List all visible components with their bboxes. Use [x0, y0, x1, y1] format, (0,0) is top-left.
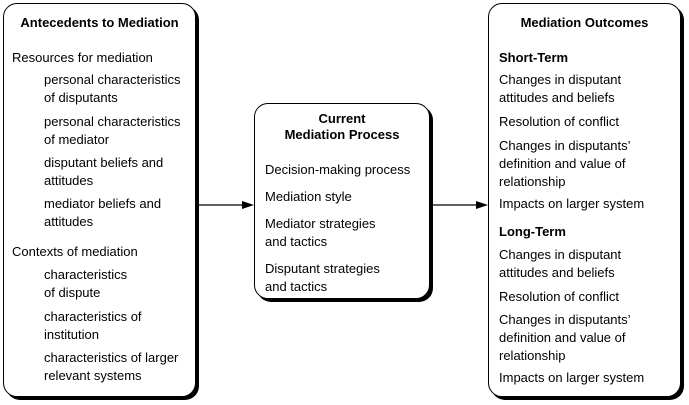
process-item-3: Mediator strategies and tactics: [265, 216, 376, 249]
process-box: Current Mediation Process Decision-makin…: [254, 103, 430, 299]
process-item-2: Mediation style: [265, 189, 352, 204]
contexts-heading: Contexts of mediation: [12, 244, 138, 259]
resources-item-4: mediator beliefs and attitudes: [44, 196, 162, 229]
process-item-4: Disputant strategies and tactics: [265, 261, 380, 294]
resources-item-3: disputant beliefs and attitudes: [44, 155, 164, 188]
long-term-item-2: Resolution of conflict: [499, 289, 619, 304]
arrowhead-antecedents-to-process: [242, 201, 254, 209]
outcomes-title: Mediation Outcomes: [520, 15, 649, 30]
short-term-item-3: Changes in disputants’ definition and va…: [499, 138, 631, 189]
process-item-1: Decision-making process: [265, 162, 411, 177]
short-term-item-2: Resolution of conflict: [499, 114, 619, 129]
arrowhead-process-to-outcomes: [476, 201, 488, 209]
long-term-item-1: Changes in disputant attitudes and belie…: [499, 247, 622, 280]
antecedents-box: Antecedents to Mediation Resources for m…: [3, 3, 196, 397]
long-term-item-4: Impacts on larger system: [499, 370, 645, 385]
long-term-item-3: Changes in disputants’ definition and va…: [499, 312, 631, 363]
resources-heading: Resources for mediation: [12, 50, 153, 65]
outcomes-box: Mediation Outcomes Short-Term Changes in…: [488, 3, 681, 397]
resources-item-2: personal characteristics of mediator: [44, 114, 181, 147]
short-term-item-4: Impacts on larger system: [499, 196, 645, 211]
antecedents-title: Antecedents to Mediation: [20, 15, 179, 30]
long-term-heading: Long-Term: [499, 224, 566, 239]
resources-item-1: personal characteristics of disputants: [44, 72, 181, 105]
process-title: Current Mediation Process: [284, 111, 400, 142]
contexts-item-3: characteristics of larger relevant syste…: [44, 350, 179, 383]
contexts-item-1: characteristics of dispute: [44, 267, 128, 300]
short-term-item-1: Changes in disputant attitudes and belie…: [499, 72, 622, 105]
short-term-heading: Short-Term: [499, 50, 569, 65]
contexts-item-2: characteristics of institution: [44, 309, 142, 342]
